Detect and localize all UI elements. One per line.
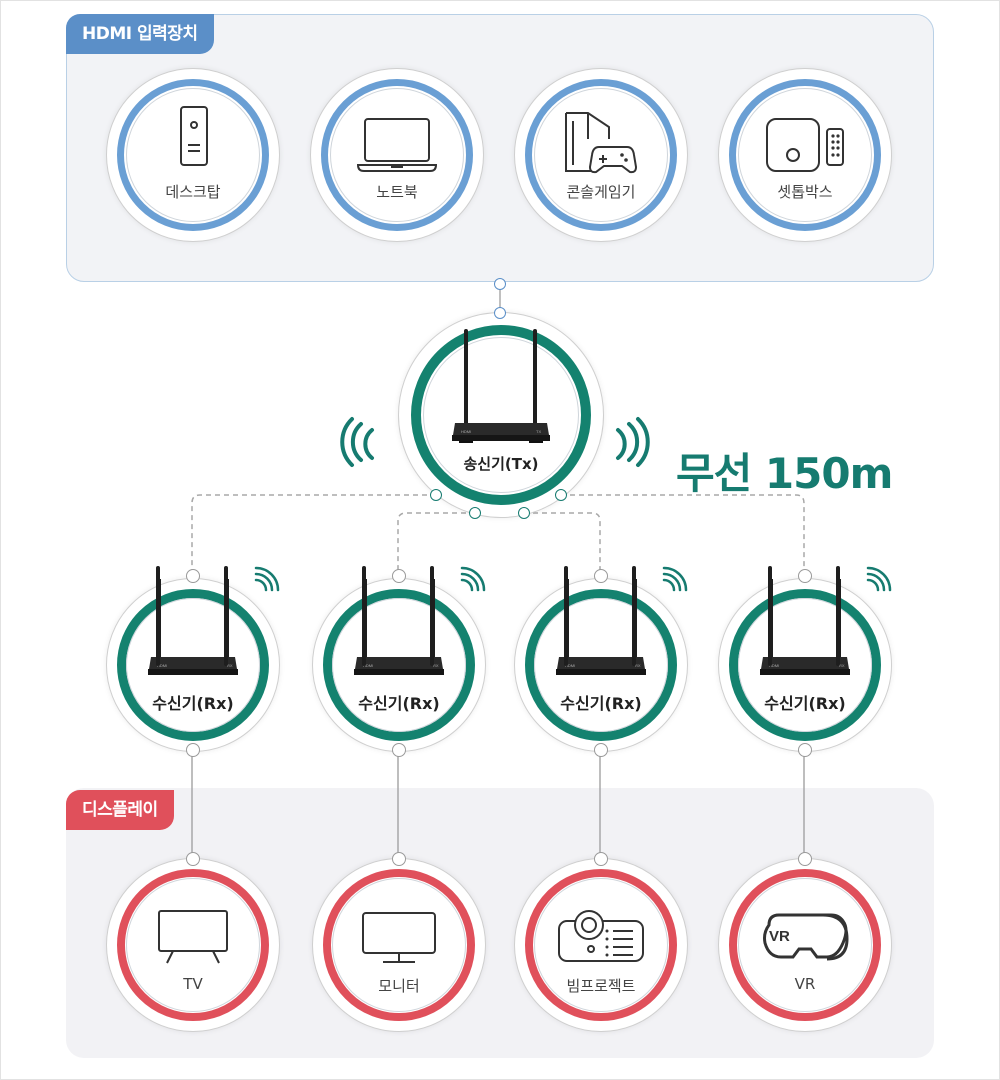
- display-label-tv: TV: [183, 975, 203, 993]
- input-label-console: 콘솔게임기: [566, 183, 636, 201]
- display-label-vr: VR: [794, 975, 816, 993]
- display-panel-tag: 디스플레이: [66, 790, 174, 830]
- input-label-desktop: 데스크탑: [165, 183, 221, 201]
- wireless-link-2: [397, 512, 475, 575]
- input-panel-tag: HDMI 입력장치: [66, 14, 214, 54]
- display-node-vr: VR VR: [718, 858, 892, 1032]
- connector-dot: [392, 569, 406, 583]
- rx-signal-icon: [254, 566, 280, 592]
- wireless-range-headline: 무선 150m: [676, 449, 893, 498]
- connector-dot: [798, 569, 812, 583]
- rx-antennas: [156, 566, 840, 666]
- game-console-icon: [565, 112, 638, 174]
- input-label-settop: 셋톱박스: [777, 183, 833, 201]
- input-node-console: 콘솔게임기: [514, 68, 688, 242]
- svg-text:HDMI: HDMI: [565, 663, 575, 668]
- svg-text:HDMI: HDMI: [461, 429, 471, 434]
- wireless-links: [191, 494, 805, 575]
- svg-text:RX: RX: [839, 663, 845, 668]
- receiver-label: 수신기(Rx): [764, 694, 846, 713]
- connector-dot: [494, 307, 506, 319]
- transmitter-label: 송신기(Tx): [463, 455, 539, 473]
- connector-dot: [798, 743, 812, 757]
- display-label-monitor: 모니터: [378, 977, 420, 995]
- wireless-link-4: [561, 494, 805, 575]
- monitor-icon: [362, 912, 436, 963]
- transmitter-node: HDMI TX 송신기(Tx): [398, 312, 604, 518]
- svg-text:HDMI: HDMI: [769, 663, 779, 668]
- laptop-icon: [356, 118, 438, 172]
- receiver-node-2: HDMI RX 수신기(Rx): [312, 578, 486, 752]
- vr-headset-icon: VR: [763, 913, 849, 961]
- connector-dot: [518, 507, 530, 519]
- svg-text:HDMI: HDMI: [157, 663, 167, 668]
- connector-dot: [798, 852, 812, 866]
- svg-text:TX: TX: [536, 429, 541, 434]
- desktop-icon: [180, 106, 208, 166]
- svg-text:RX: RX: [635, 663, 641, 668]
- display-label-projector: 빔프로젝트: [566, 977, 636, 995]
- input-node-laptop: 노트북: [310, 68, 484, 242]
- display-node-tv: TV: [106, 858, 280, 1032]
- display-links: [191, 750, 805, 858]
- connector-dot: [392, 743, 406, 757]
- connector-dot: [594, 852, 608, 866]
- receiver-label: 수신기(Rx): [152, 694, 234, 713]
- receiver-node-1: HDMI RX 수신기(Rx): [106, 578, 280, 752]
- connector-dot: [594, 743, 608, 757]
- connector-dot: [494, 278, 506, 290]
- connector-dot: [594, 569, 608, 583]
- tx-signal-right-icon: [616, 417, 650, 467]
- svg-text:HDMI: HDMI: [363, 663, 373, 668]
- connector-dot: [469, 507, 481, 519]
- connector-dot: [392, 852, 406, 866]
- receiver-label: 수신기(Rx): [358, 694, 440, 713]
- connector-dot: [430, 489, 442, 501]
- input-node-desktop: 데스크탑: [106, 68, 280, 242]
- wireless-link-1: [191, 494, 436, 575]
- svg-text:RX: RX: [433, 663, 439, 668]
- wireless-link-3: [524, 512, 601, 575]
- vr-badge-text: VR: [769, 928, 790, 945]
- tv-icon: [158, 910, 228, 964]
- connector-dot: [186, 743, 200, 757]
- receiver-node-4: HDMI RX 수신기(Rx): [718, 578, 892, 752]
- wireless-router-icon: HDMI TX: [452, 329, 550, 443]
- rx-signal-icon: [866, 566, 892, 592]
- tx-signal-left-icon: [340, 417, 374, 467]
- input-label-laptop: 노트북: [376, 183, 418, 201]
- projector-icon: [558, 910, 644, 962]
- receiver-label: 수신기(Rx): [560, 694, 642, 713]
- settop-box-icon: [766, 118, 844, 172]
- connector-dot: [555, 489, 567, 501]
- rx-signal-icon: [662, 566, 688, 592]
- receiver-node-3: HDMI RX 수신기(Rx): [514, 578, 688, 752]
- display-node-projector: 빔프로젝트: [514, 858, 688, 1032]
- svg-text:RX: RX: [227, 663, 233, 668]
- display-node-monitor: 모니터: [312, 858, 486, 1032]
- input-node-settop: 셋톱박스: [718, 68, 892, 242]
- rx-signal-icon: [460, 566, 486, 592]
- connector-dot: [186, 569, 200, 583]
- connector-dot: [186, 852, 200, 866]
